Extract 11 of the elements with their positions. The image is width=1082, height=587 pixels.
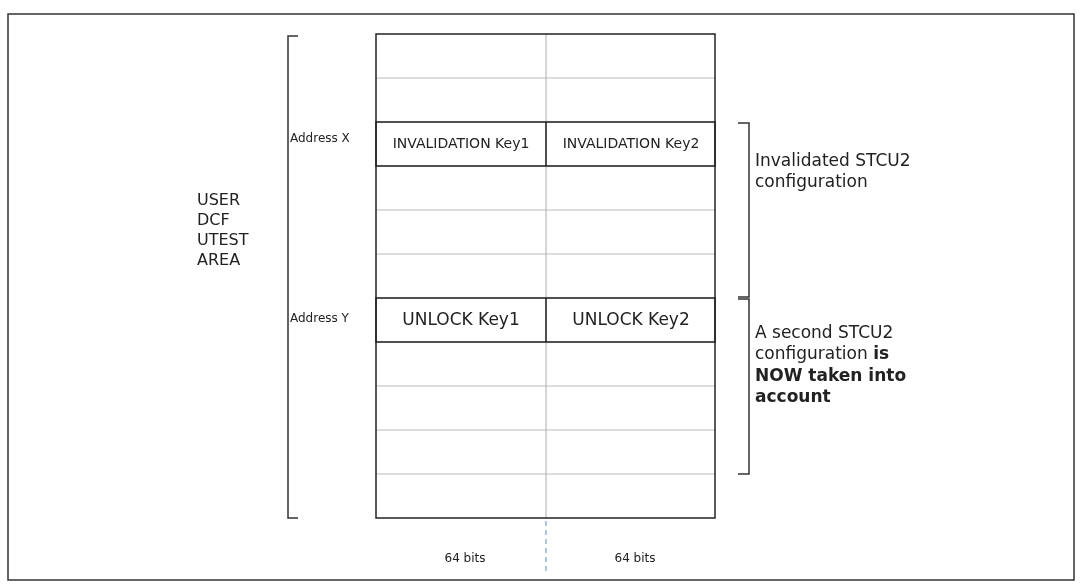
key-label: INVALIDATION Key1 <box>391 134 531 154</box>
key-label: UNLOCK Key1 <box>401 308 521 332</box>
width-label: 64 bits <box>443 551 487 566</box>
width-label: 64 bits <box>613 551 657 566</box>
address-label: Address X <box>290 131 351 146</box>
key-label: UNLOCK Key2 <box>571 308 691 332</box>
range-description: Invalidated STCU2 configuration <box>755 150 912 193</box>
address-label: Address Y <box>290 311 350 326</box>
key-label: INVALIDATION Key2 <box>561 134 701 154</box>
area-label: USER DCF UTEST AREA <box>197 190 250 270</box>
range-description: A second STCU2 configuration is NOW taken into account <box>755 322 908 407</box>
